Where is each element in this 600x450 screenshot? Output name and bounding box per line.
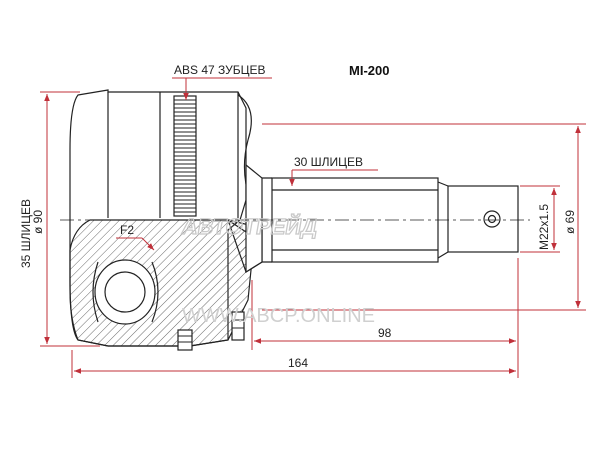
part-number: MI-200 (349, 63, 389, 78)
length-total-label: 164 (288, 356, 308, 370)
splines-inner-label: 35 ШЛИЦЕВ (19, 199, 33, 268)
splines-outer-label: 30 ШЛИЦЕВ (294, 155, 363, 169)
abs-ring (173, 95, 197, 217)
thread-label: M22x1.5 (537, 204, 551, 250)
f2-label: F2 (120, 223, 134, 237)
watermark-site: WWW.ABCP.ONLINE (182, 305, 375, 327)
abs-label: ABS 47 ЗУБЦЕВ (174, 63, 266, 77)
cross-section (69, 219, 263, 351)
diameter-inner-label: ø 90 (31, 210, 45, 234)
length-short-label: 98 (378, 326, 392, 340)
diameter-outer-label: ø 69 (563, 210, 577, 234)
dimensions (40, 77, 586, 378)
watermark-brand: АВТОТРЕЙД (180, 214, 320, 239)
